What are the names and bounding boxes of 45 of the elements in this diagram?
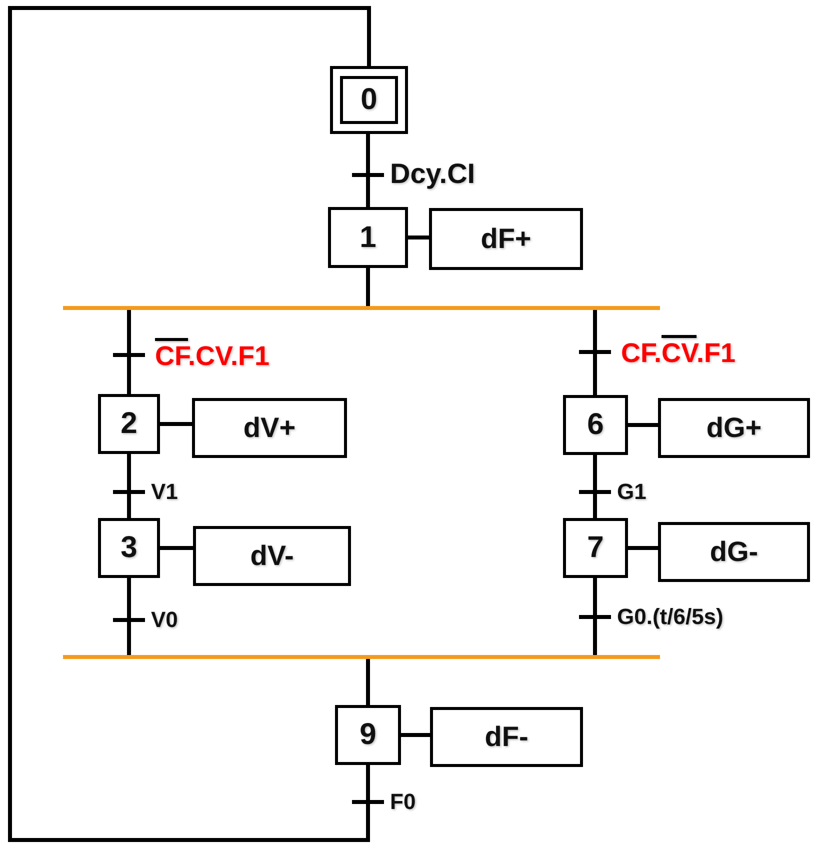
step-label: 2	[120, 407, 138, 441]
parallel-bar	[63, 655, 660, 659]
parallel-bar	[63, 306, 660, 310]
step-box	[335, 705, 401, 765]
connector	[366, 659, 370, 705]
step-label: dG+	[706, 412, 762, 444]
transition-link	[577, 576, 613, 657]
action-box	[429, 208, 583, 270]
step-box	[98, 518, 160, 578]
step-label: 0	[360, 83, 378, 117]
connector	[366, 268, 370, 306]
step-label: dV-	[250, 540, 294, 572]
step-box	[340, 76, 398, 124]
connector	[628, 423, 658, 427]
step-box	[98, 394, 160, 454]
step-box	[563, 395, 628, 455]
step-label: 6	[587, 408, 604, 442]
connector	[408, 236, 429, 240]
step-label: dV+	[243, 412, 296, 444]
action-box	[193, 526, 351, 586]
transition-link	[8, 6, 386, 842]
transition-link	[577, 453, 613, 520]
step-box	[328, 207, 408, 268]
step-label: dG-	[710, 536, 758, 568]
step-label: 9	[360, 718, 376, 752]
transition-link	[111, 452, 147, 520]
transition-link	[111, 308, 147, 396]
action-box	[658, 398, 810, 458]
step-label: 7	[587, 531, 604, 565]
step-label: 1	[360, 220, 376, 254]
connector	[160, 422, 192, 426]
connector	[401, 733, 430, 737]
action-box	[430, 707, 583, 767]
step-label: dF+	[480, 223, 532, 255]
action-box	[658, 522, 810, 582]
initial-step-box	[330, 66, 408, 134]
transition-link	[111, 576, 147, 657]
step-box	[563, 518, 628, 578]
transition-link	[577, 308, 613, 397]
connector	[628, 546, 658, 550]
transition-link	[350, 132, 386, 209]
action-box	[192, 398, 347, 458]
step-label: dF-	[484, 721, 528, 753]
step-label: 3	[120, 531, 138, 565]
connector	[160, 546, 193, 550]
